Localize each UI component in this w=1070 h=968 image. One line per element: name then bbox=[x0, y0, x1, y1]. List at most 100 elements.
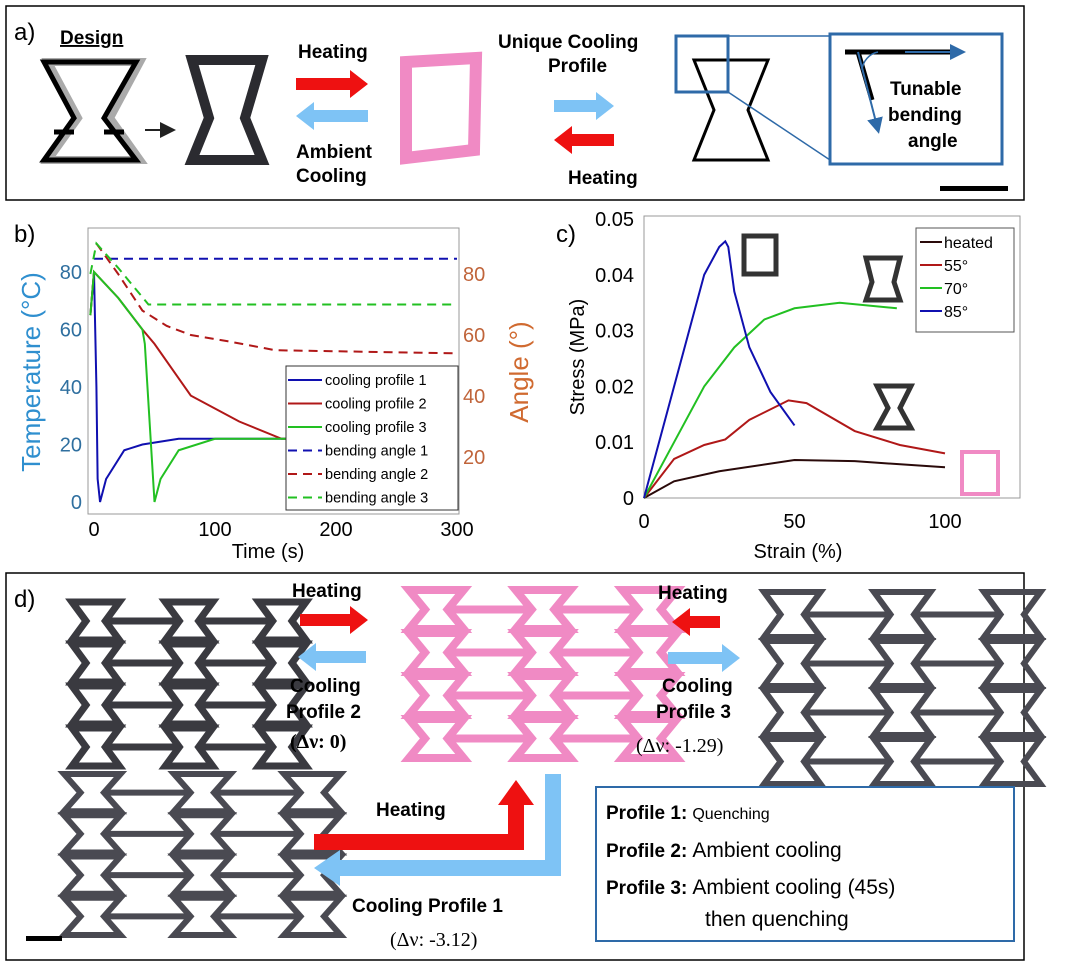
legend-entry: bending angle 2 bbox=[325, 467, 428, 483]
heating-l-arrow-icon bbox=[314, 780, 534, 850]
angle-arc-icon bbox=[861, 51, 879, 71]
y2-tick-label: 60 bbox=[463, 325, 485, 347]
y2-tick-label: 20 bbox=[463, 447, 485, 469]
series-line-70° bbox=[643, 301, 897, 499]
y-tick-label: 0 bbox=[623, 488, 634, 510]
lattice-cell bbox=[758, 638, 827, 689]
legend-entry: 85° bbox=[944, 304, 968, 321]
cooling-arrow-icon bbox=[298, 643, 366, 671]
y-tick-label: 80 bbox=[60, 262, 82, 284]
lattice-cell bbox=[251, 724, 313, 770]
heating-label-2: Heating bbox=[568, 168, 638, 189]
lattice-cell bbox=[65, 640, 127, 686]
design-hourglass bbox=[39, 58, 148, 164]
cell-icon-85 bbox=[741, 233, 779, 277]
y2-axis-label: Angle (°) bbox=[504, 321, 534, 422]
heating-label-left: Heating bbox=[292, 581, 362, 602]
lattice-cell bbox=[507, 715, 579, 762]
x-tick-label: 50 bbox=[783, 511, 805, 533]
y-tick-label: 60 bbox=[60, 320, 82, 342]
heating-arrow-icon bbox=[296, 70, 368, 98]
panel-c-cell-icons bbox=[741, 233, 1000, 496]
delta-nu-1: (Δν: -3.12) bbox=[390, 929, 477, 951]
lattice-cell bbox=[758, 589, 827, 640]
heating-arrow-icon bbox=[554, 126, 614, 154]
lattice-cell bbox=[251, 598, 313, 644]
x-tick-label: 100 bbox=[198, 519, 231, 541]
lattice-cell bbox=[167, 853, 238, 897]
lattice-cell bbox=[57, 812, 128, 856]
lattice-cell bbox=[158, 682, 220, 728]
cell-icon-55 bbox=[872, 383, 916, 431]
y-tick-label: 40 bbox=[60, 377, 82, 399]
lattice-photo-profile-3 bbox=[758, 589, 1047, 787]
legend-box bbox=[285, 365, 459, 511]
lattice-cell bbox=[978, 638, 1047, 689]
lattice-cell bbox=[65, 724, 127, 770]
series-line-85° bbox=[643, 239, 796, 499]
x-axis-label: Strain (%) bbox=[754, 541, 843, 563]
heating-label-right: Heating bbox=[658, 583, 728, 604]
heating-arrow-icon bbox=[300, 606, 368, 634]
lattice-cell bbox=[978, 687, 1047, 738]
lattice-cell bbox=[65, 682, 127, 728]
delta-nu-3: (Δν: -1.29) bbox=[636, 735, 723, 757]
y-axis-label: Stress (MPa) bbox=[567, 299, 589, 416]
y-tick-label: 0.04 bbox=[595, 265, 634, 287]
lattice-cell bbox=[57, 894, 128, 938]
panel-a-frame bbox=[5, 5, 1025, 201]
legend-entry: bending angle 1 bbox=[325, 444, 428, 460]
delta-nu-2: (Δν: 0) bbox=[290, 731, 346, 753]
legend-entry: bending angle 3 bbox=[325, 491, 428, 507]
lattice-cell bbox=[251, 640, 313, 686]
scale-bar bbox=[26, 936, 62, 941]
x-tick-label: 300 bbox=[440, 519, 473, 541]
cooling-arrow-icon bbox=[296, 102, 368, 130]
lattice-photo-profile-2 bbox=[65, 598, 313, 770]
x-tick-label: 0 bbox=[638, 511, 649, 533]
lattice-cell bbox=[158, 724, 220, 770]
x-tick-label: 200 bbox=[319, 519, 352, 541]
series-line-heated bbox=[643, 459, 946, 499]
series-line-bending-angle-3 bbox=[89, 241, 457, 306]
panel-d-label: d) bbox=[14, 586, 35, 613]
lattice-cell bbox=[277, 771, 348, 815]
series-line-cooling-profile-3 bbox=[89, 269, 457, 503]
lattice-cell bbox=[868, 589, 937, 640]
lattice-photo-profile-1 bbox=[57, 771, 348, 938]
y2-tick-label: 80 bbox=[463, 264, 485, 286]
legend-entry: cooling profile 2 bbox=[325, 397, 427, 413]
lattice-cell bbox=[400, 715, 473, 762]
svg-text:Profile 1:Quenching: Profile 1:Quenching bbox=[606, 803, 770, 824]
legend-entry: cooling profile 3 bbox=[325, 420, 427, 436]
lattice-cell bbox=[277, 853, 348, 897]
cell-icon-70 bbox=[862, 255, 904, 303]
legend-entry: cooling profile 1 bbox=[325, 373, 427, 389]
lattice-cell bbox=[868, 736, 937, 787]
svg-text:then quenching: then quenching bbox=[705, 908, 849, 931]
printed-cell-photo bbox=[184, 55, 270, 165]
lattice-cell bbox=[868, 638, 937, 689]
legend-entry: 70° bbox=[944, 281, 968, 298]
legend-entry: heated bbox=[944, 235, 993, 252]
cooling-l-arrow-icon bbox=[314, 774, 561, 886]
series-line-55° bbox=[643, 399, 946, 499]
lattice-cell bbox=[277, 812, 348, 856]
series-line-cooling-profile-1 bbox=[89, 271, 457, 503]
svg-text:Profile 3:Ambient cooling (45s: Profile 3:Ambient cooling (45s) bbox=[606, 876, 895, 899]
x-tick-label: 0 bbox=[88, 519, 99, 541]
lattice-cell bbox=[65, 598, 127, 644]
lattice-cell bbox=[868, 687, 937, 738]
cooling-arrow-icon bbox=[554, 92, 614, 120]
lattice-cell bbox=[57, 771, 128, 815]
x-tick-label: 100 bbox=[928, 511, 961, 533]
cooling-arrow-icon bbox=[668, 644, 740, 672]
